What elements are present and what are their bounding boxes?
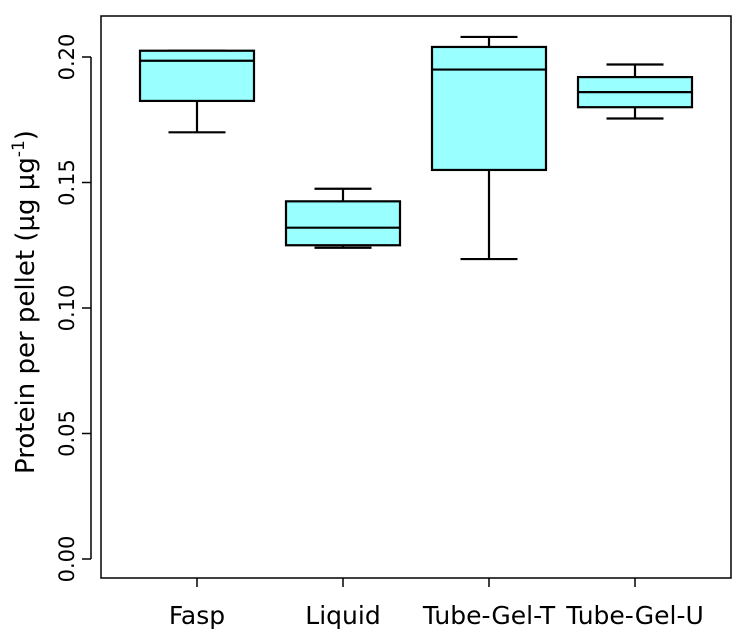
x-tick-label: Tube-Gel-U: [565, 601, 704, 630]
y-axis-label: Protein per pellet (µg µg-1): [9, 130, 41, 474]
iqr-box: [430, 45, 548, 172]
y-axis-label-close: ): [11, 130, 41, 140]
x-tick-label: Liquid: [305, 601, 380, 630]
iqr-box: [284, 200, 402, 247]
boxes: [138, 35, 694, 261]
y-axis: 0.00 0.05 0.10 0.15 0.20: [55, 34, 92, 583]
iqr-box: [138, 49, 256, 103]
box-group-tube-gel-t: [430, 35, 548, 261]
y-tick-label: 0.20: [55, 34, 79, 81]
y-tick-label: 0.15: [55, 159, 79, 206]
box-group-fasp: [138, 49, 256, 134]
plot-frame: [100, 15, 732, 579]
y-tick-label: 0.00: [55, 536, 79, 583]
x-tick-label: Tube-Gel-T: [422, 601, 556, 630]
x-axis: Fasp Liquid Tube-Gel-T Tube-Gel-U: [169, 578, 704, 630]
y-tick-label: 0.05: [55, 410, 79, 457]
y-axis-label-main: Protein per pellet (µg µg: [11, 157, 41, 474]
box-group-tube-gel-u: [576, 63, 694, 120]
y-tick-label: 0.10: [55, 285, 79, 332]
box-group-liquid: [284, 187, 402, 249]
y-axis-label-superscript: -1: [9, 140, 29, 157]
x-tick-label: Fasp: [169, 601, 225, 630]
